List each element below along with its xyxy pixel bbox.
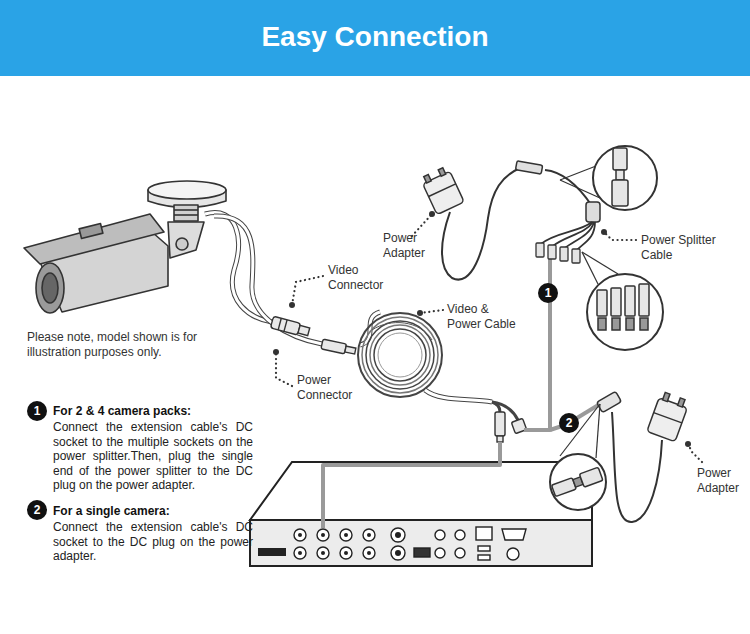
- callout-number: 1: [27, 401, 47, 421]
- wiring: [323, 258, 600, 528]
- leader-dots: [273, 211, 691, 447]
- leader-lines: [276, 214, 702, 462]
- step-heading: For 2 & 4 camera packs:: [53, 404, 191, 419]
- note-text: Please note, model shown is for illustra…: [27, 330, 202, 360]
- part-label: Power Splitter Cable: [641, 233, 733, 263]
- power-adapter-top: [420, 161, 543, 280]
- part-label: Power Adapter: [383, 231, 429, 261]
- video-connector-plug: [270, 316, 310, 337]
- callout-number: 2: [559, 413, 579, 433]
- title-band: [0, 0, 750, 76]
- dvr-recorder: [250, 462, 592, 566]
- step-text: Connect the extension cable's DC socket …: [53, 520, 253, 564]
- part-label: Video & Power Cable: [447, 302, 525, 332]
- zoom-detail: [550, 146, 663, 510]
- step-text: Connect the extension cable's DC socket …: [53, 420, 253, 493]
- cable-ends: [495, 412, 527, 442]
- step-heading: For a single camera:: [53, 504, 170, 519]
- camera: [24, 181, 226, 313]
- callout-number: 1: [538, 283, 558, 303]
- part-label: Power Connector: [297, 373, 363, 403]
- power-splitter: [536, 170, 600, 263]
- power-connector-plug: [321, 339, 356, 356]
- page-title: Easy Connection: [0, 20, 750, 54]
- camera-cable: [205, 213, 322, 344]
- part-label: Power Adapter: [697, 466, 745, 496]
- callout-number: 2: [27, 500, 47, 520]
- part-label: Video Connector: [328, 263, 394, 293]
- power-adapter-right: [596, 391, 689, 522]
